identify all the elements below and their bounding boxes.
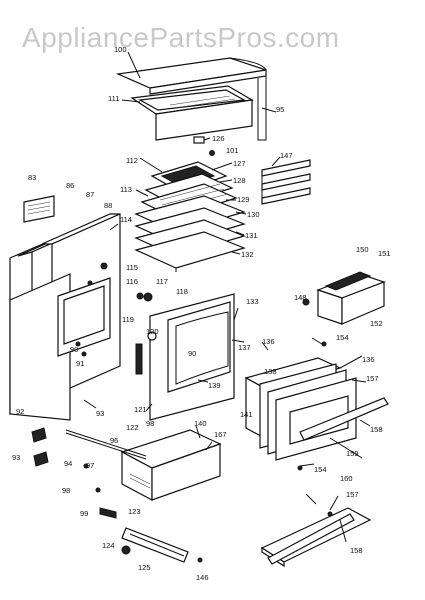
label-119: 119	[122, 315, 134, 324]
watermark-text: AppliancePartsPros.com	[22, 22, 340, 53]
label-87: 87	[86, 190, 94, 199]
label-158-top: 158	[370, 425, 383, 434]
part-labels: 100 111 95 126 101 112 127 128 113 129 1…	[12, 45, 391, 582]
drawer-part	[120, 429, 222, 501]
label-91: 91	[76, 359, 84, 368]
label-129: 129	[237, 195, 250, 204]
label-114: 114	[120, 215, 132, 224]
label-147: 147	[280, 151, 293, 160]
screw-part	[209, 150, 215, 156]
control-unit-part	[316, 271, 386, 325]
label-90-left: 90	[70, 345, 78, 354]
label-151: 151	[378, 249, 391, 258]
label-127: 127	[233, 159, 246, 168]
label-112: 112	[126, 156, 138, 165]
rail-part	[261, 159, 311, 205]
label-90-door: 90	[188, 349, 196, 358]
oven-door-frame-part	[135, 293, 235, 421]
label-93-left: 93	[12, 453, 20, 462]
label-157-bottom: 157	[346, 490, 359, 499]
label-94: 94	[64, 459, 72, 468]
lower-door-part	[260, 507, 372, 568]
label-123: 123	[128, 507, 141, 516]
label-115: 115	[126, 263, 138, 272]
label-154-top: 154	[336, 333, 349, 342]
leader-lines	[83, 51, 371, 543]
label-136-right: 136	[362, 355, 375, 364]
label-122: 122	[126, 423, 139, 432]
label-83: 83	[28, 173, 36, 182]
label-136-top: 136	[262, 337, 275, 346]
label-146: 146	[196, 573, 209, 582]
label-120: 120	[146, 327, 159, 336]
label-150: 150	[356, 245, 369, 254]
label-95: 95	[276, 105, 284, 114]
label-88: 88	[104, 201, 112, 210]
label-133: 133	[246, 297, 259, 306]
knob-part	[147, 331, 157, 341]
label-117: 117	[156, 277, 168, 286]
oven-tray-stack	[134, 195, 246, 272]
label-99: 99	[80, 509, 88, 518]
label-138: 138	[264, 367, 277, 376]
label-158-bottom: 158	[350, 546, 363, 555]
inner-panel-part	[57, 262, 144, 357]
label-93-mid: 93	[96, 409, 104, 418]
label-141: 141	[240, 410, 253, 419]
label-97: 97	[86, 461, 94, 470]
label-160: 160	[340, 474, 353, 483]
label-154-bottom: 154	[314, 465, 327, 474]
label-92: 92	[16, 407, 24, 416]
label-148: 148	[294, 293, 307, 302]
label-125: 125	[138, 563, 151, 572]
label-126: 126	[212, 134, 225, 143]
label-132: 132	[241, 250, 254, 259]
label-159: 159	[346, 449, 359, 458]
label-113: 113	[120, 185, 132, 194]
fastener-part	[302, 298, 310, 306]
label-137: 137	[238, 343, 251, 352]
label-96: 96	[110, 436, 118, 445]
label-167: 167	[214, 430, 227, 439]
label-131: 131	[245, 231, 258, 240]
label-139: 139	[208, 381, 221, 390]
top-panel-part	[130, 85, 254, 141]
knob-part	[193, 136, 205, 144]
label-86: 86	[66, 181, 74, 190]
top-cover-part	[115, 57, 267, 141]
label-101: 101	[226, 146, 239, 155]
label-130: 130	[247, 210, 260, 219]
label-111: 111	[108, 94, 119, 103]
label-124: 124	[102, 541, 115, 550]
rod-part	[65, 429, 147, 457]
oven-door-assembly	[244, 341, 389, 471]
label-98-top: 98	[146, 419, 154, 428]
label-100: 100	[114, 45, 127, 54]
bulb-part	[143, 292, 153, 302]
label-140: 140	[194, 419, 207, 428]
hinge-part	[31, 427, 117, 519]
handle-part	[121, 527, 203, 563]
label-plate-part	[23, 195, 55, 223]
label-121: 121	[134, 405, 147, 414]
label-118: 118	[176, 287, 188, 296]
label-98-bottom: 98	[62, 486, 70, 495]
label-116: 116	[126, 277, 138, 286]
label-128: 128	[233, 176, 246, 185]
label-152: 152	[370, 319, 383, 328]
label-157-top: 157	[366, 374, 379, 383]
